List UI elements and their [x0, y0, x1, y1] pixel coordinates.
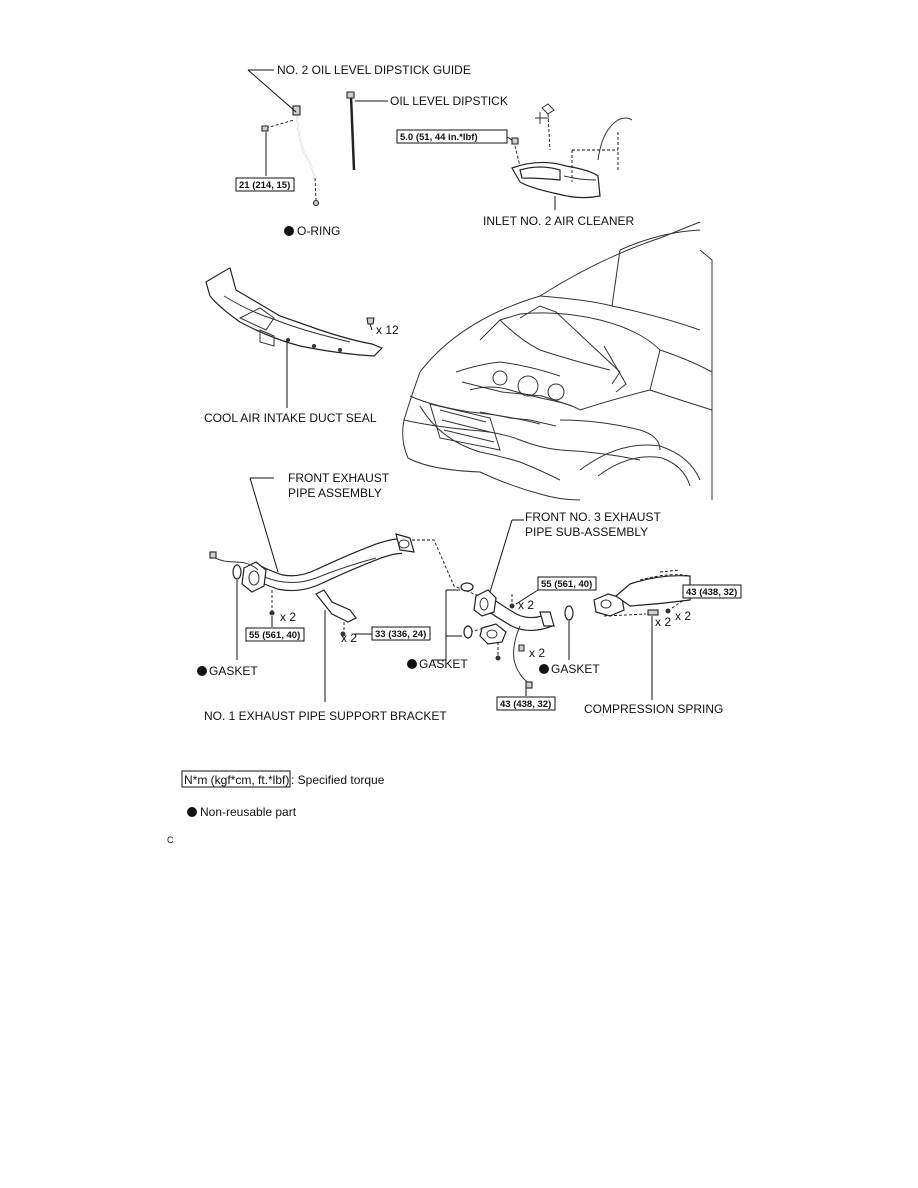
torque-guide: 21 (214, 15): [239, 180, 290, 191]
dipstick-part: [346, 91, 356, 171]
gasket-left-part: [232, 564, 242, 580]
torque-box-inlet: [396, 129, 508, 144]
duct-seal-label: COOL AIR INTAKE DUCT SEAL: [204, 411, 377, 425]
gasket-left-label: GASKET: [209, 664, 258, 678]
nonreusable-dot-icon: [197, 666, 207, 676]
torque-mid-top: 55 (561, 40): [541, 579, 592, 590]
nonreusable-dot-icon: [284, 226, 294, 236]
legend-torque-text: : Specified torque: [291, 773, 385, 787]
dipstick-label: OIL LEVEL DIPSTICK: [390, 94, 508, 108]
x2-a-label: x 2: [280, 610, 296, 624]
torque-inlet: 5.0 (51, 44 in.*lbf): [400, 132, 478, 143]
torque-right: 43 (438, 32): [686, 587, 737, 598]
front-no3-exhaust-pipe-part: [473, 589, 555, 689]
inlet-air-cleaner-part: [511, 103, 633, 199]
x2-d-label: x 2: [529, 646, 545, 660]
legend-nonreusable-text: Non-reusable part: [200, 805, 297, 819]
nonreusable-dot-icon: [539, 664, 549, 674]
figure-code: C: [167, 835, 174, 845]
support-bracket-label: NO. 1 EXHAUST PIPE SUPPORT BRACKET: [204, 709, 447, 723]
x2-c-label: x 2: [518, 598, 534, 612]
front-exhaust-label-2: PIPE ASSEMBLY: [288, 486, 382, 500]
o-ring-label: O-RING: [297, 224, 340, 238]
gasket-right-label: GASKET: [551, 662, 600, 676]
torque-box-bracket: [371, 626, 431, 641]
support-bracket-part: [315, 589, 357, 637]
inlet-air-cleaner-label: INLET NO. 2 AIR CLEANER: [483, 214, 634, 228]
compression-spring-label: COMPRESSION SPRING: [584, 702, 723, 716]
legend-nonreusable-dot-icon: [187, 807, 197, 817]
front-no3-label-1: FRONT NO. 3 EXHAUST: [525, 510, 661, 524]
x2-f-label: x 2: [675, 609, 691, 623]
torque-box-guide: [235, 177, 295, 192]
legend-torque-box-text: N*m (kgf*cm, ft.*lbf): [184, 773, 289, 787]
duct-seal-part: [205, 267, 384, 357]
front-no3-label-2: PIPE SUB-ASSEMBLY: [525, 525, 648, 539]
torque-mid-bottom: 43 (438, 32): [500, 699, 551, 710]
x2-e-label: x 2: [655, 615, 671, 629]
torque-box-mid-top: [537, 576, 597, 591]
torque-bracket: 33 (336, 24): [375, 629, 426, 640]
torque-box-left-flange: [245, 627, 305, 642]
nonreusable-dot-icon: [407, 659, 417, 669]
clip-icon: [366, 317, 375, 325]
x12-label: x 12: [376, 323, 399, 337]
front-exhaust-pipe-part: [209, 533, 415, 616]
torque-box-right: [682, 584, 742, 599]
torque-left-flange: 55 (561, 40): [249, 630, 300, 641]
dipstick-guide-part: [261, 105, 320, 207]
legend-torque-box: [181, 770, 291, 788]
front-exhaust-label-1: FRONT EXHAUST: [288, 471, 390, 485]
gasket-mid-bottom-part: [463, 625, 473, 639]
vehicle-illustration: [402, 221, 713, 501]
dipstick-guide-label: NO. 2 OIL LEVEL DIPSTICK GUIDE: [277, 63, 471, 77]
gasket-right-part: [564, 605, 574, 621]
converter-pipe-part: [593, 569, 691, 617]
torque-box-mid-bottom: [496, 696, 556, 711]
gasket-mid-label: GASKET: [419, 657, 468, 671]
gasket-mid-top-part: [460, 582, 474, 592]
x2-b-label: x 2: [341, 631, 357, 645]
